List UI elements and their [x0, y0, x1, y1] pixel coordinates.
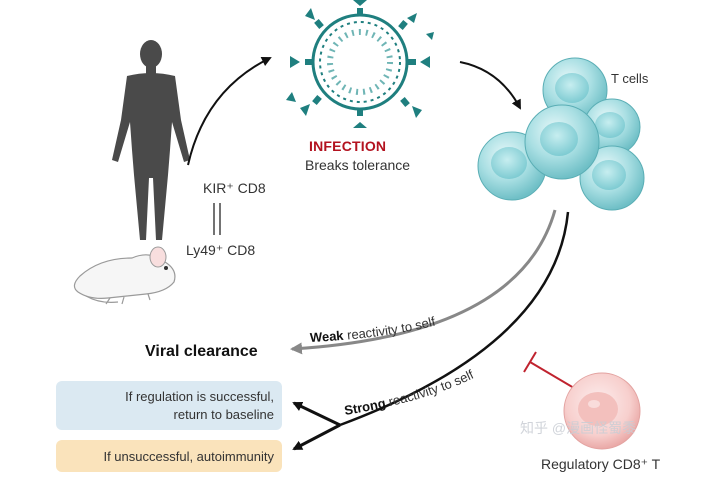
arrow-to-tcells: [459, 61, 521, 110]
human-silhouette-icon: [112, 40, 190, 240]
strong-branch-fail: [292, 423, 341, 451]
fail-outcome-text: If unsuccessful, autoimmunity: [103, 448, 274, 464]
t-cell-icon: [579, 145, 645, 211]
strong-label-rest: reactivity to self: [384, 367, 477, 410]
success-line-1: If regulation is successful,: [125, 388, 274, 404]
svg-text:Strong reactivity to self: Strong reactivity to self: [343, 367, 476, 418]
regulatory-cd8-label: Regulatory CD8⁺ T: [541, 456, 661, 472]
viral-clearance-label: Viral clearance: [145, 343, 258, 360]
mouse-icon: [73, 246, 176, 305]
inhibition-arrow: [523, 351, 575, 389]
strong-branch-success: [292, 401, 341, 427]
kir-cd8-label: KIR⁺ CD8: [203, 180, 266, 196]
t-cell-icon: [524, 104, 600, 180]
strong-reactivity-arrow: [339, 211, 570, 427]
success-line-2: return to baseline: [173, 406, 274, 422]
weak-reactivity-arrow: [290, 209, 557, 355]
watermark: 知乎 @漫画怪蜀黍: [520, 420, 637, 436]
weak-label-bold: Weak: [310, 328, 345, 345]
equivalence-lines: [213, 203, 221, 235]
ly49-cd8-label: Ly49⁺ CD8: [186, 242, 256, 258]
weak-label-rest: reactivity to self: [343, 314, 437, 343]
tcell-cluster: [477, 57, 645, 211]
arrow-to-infection: [187, 57, 272, 166]
virus-icon: [286, 0, 434, 128]
infection-title: INFECTION: [309, 138, 387, 154]
regulatory-cell-icon: [563, 372, 641, 450]
infection-subtitle: Breaks tolerance: [305, 157, 411, 173]
fail-outcome-box: If unsuccessful, autoimmunity: [56, 440, 282, 472]
tcells-label: T cells: [611, 71, 649, 86]
success-outcome-box: If regulation is successful, return to b…: [56, 381, 282, 430]
